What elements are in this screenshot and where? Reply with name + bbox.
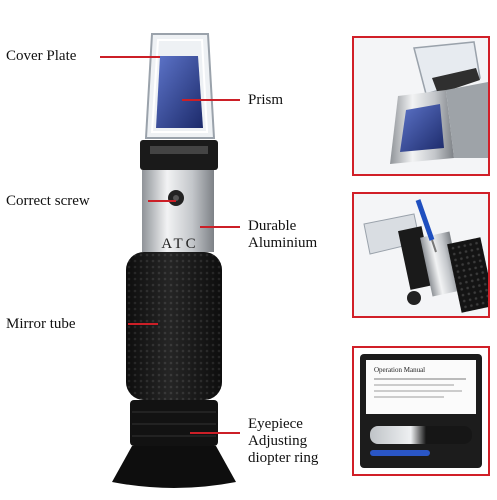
carry-case: Operation Manual: [360, 354, 482, 468]
detail-panel-case: Operation Manual: [352, 346, 490, 476]
label-eyepiece: Eyepiece Adjusting diopter ring: [248, 416, 319, 466]
screwdriver-in-case: [370, 450, 430, 456]
refractometer-in-case: [370, 426, 472, 444]
label-correct-screw: Correct screw: [6, 193, 90, 209]
eyepiece-ring: [130, 400, 218, 446]
leader-lines: [100, 56, 240, 434]
detail-panel-prism: [352, 36, 490, 176]
prism: [156, 56, 203, 128]
cover-plate-highlight: [150, 39, 209, 133]
screwdriver-illustration: [354, 194, 488, 316]
label-prism: Prism: [248, 92, 284, 108]
prism-closeup-illustration: [354, 38, 488, 174]
operation-manual: Operation Manual: [366, 360, 476, 414]
label-durable-aluminium: Durable Aluminium: [248, 218, 318, 251]
manual-title: Operation Manual: [374, 366, 426, 374]
hinge-block: [140, 140, 218, 170]
detail-panel-screwdriver: [352, 192, 490, 318]
label-cover-plate: Cover Plate: [6, 48, 77, 64]
atc-marking: ATC: [161, 236, 198, 252]
aluminium-body: [142, 170, 214, 252]
label-mirror-tube: Mirror tube: [6, 316, 76, 332]
eyecup: [112, 446, 236, 488]
